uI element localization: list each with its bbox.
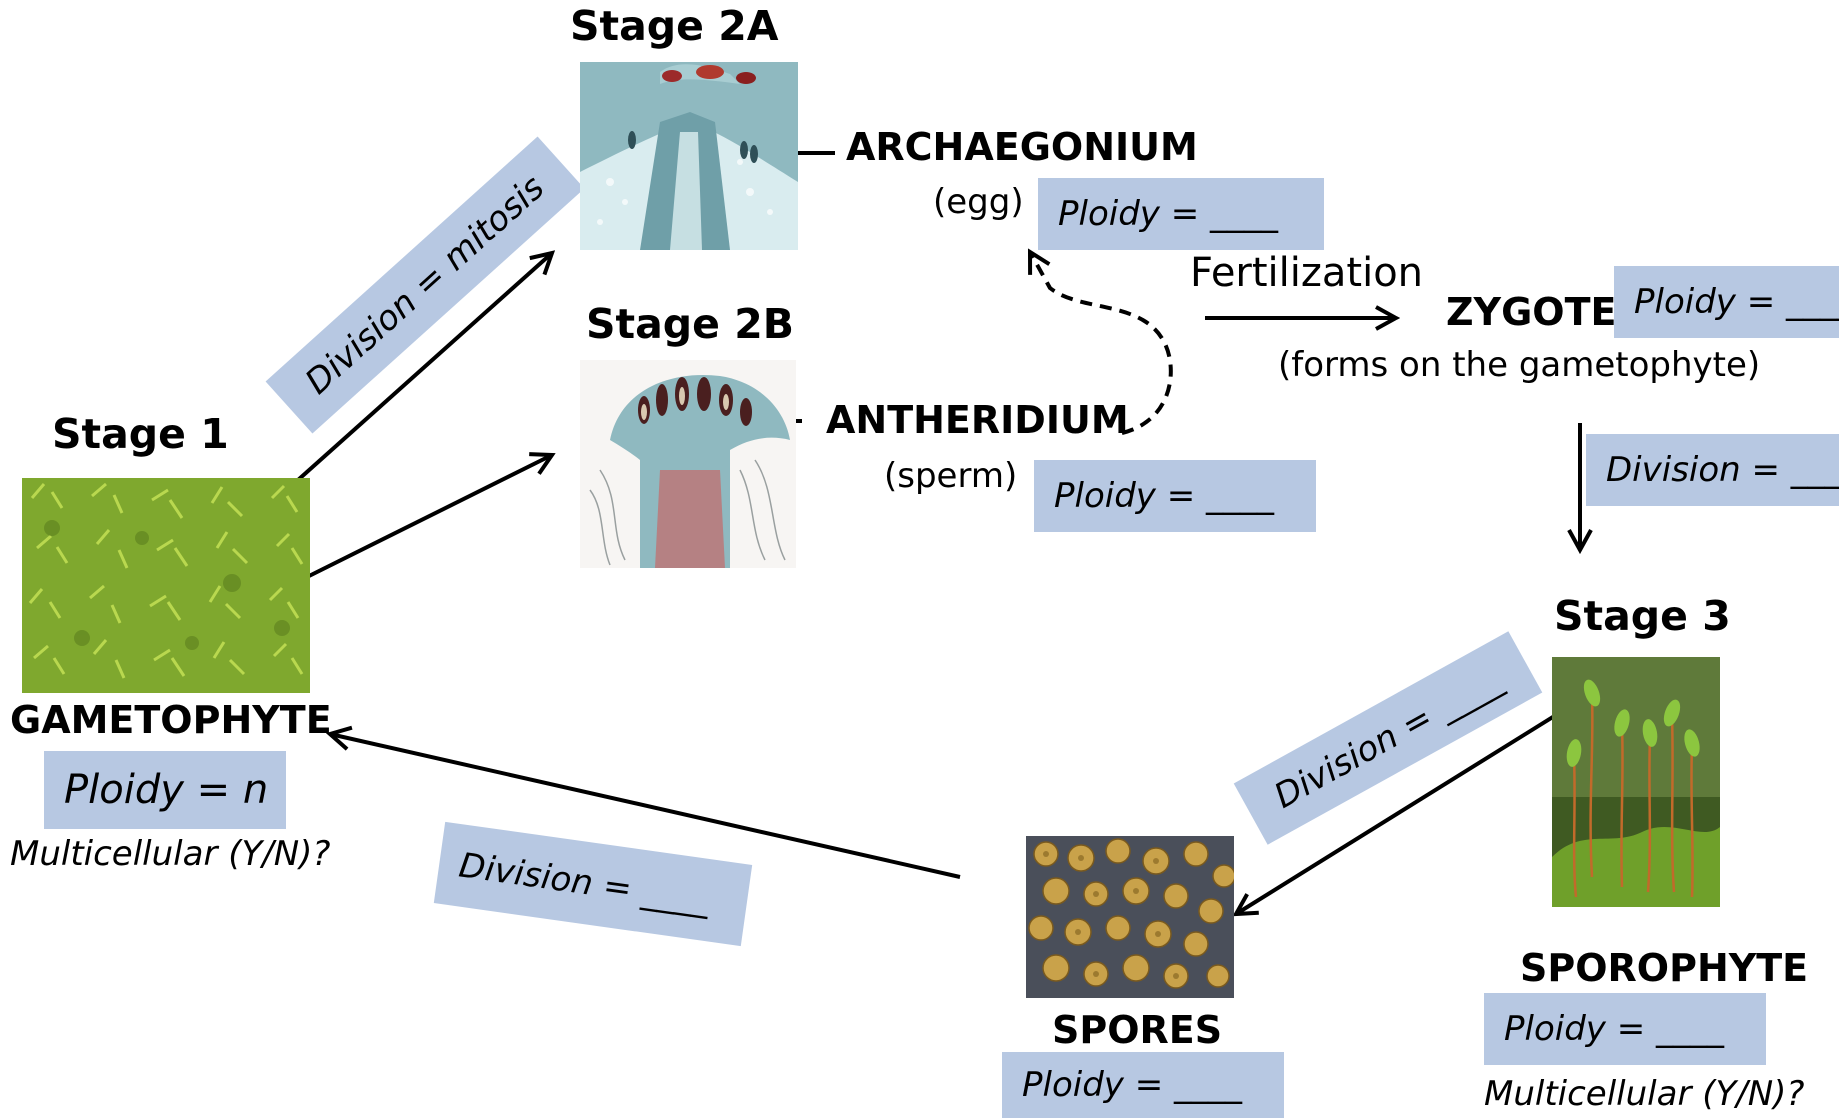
stage2a-title: Stage 2A (570, 2, 779, 50)
archegonium-micrograph-image (580, 62, 798, 250)
sporophyte-label: SPOROPHYTE (1520, 946, 1809, 990)
fertilization-label: Fertilization (1190, 250, 1424, 296)
antheridium-photo (580, 360, 796, 568)
gametophyte-label: GAMETOPHYTE (10, 698, 332, 742)
arrow-gametophyte-to-antheridium (304, 455, 552, 580)
archegonium-ploidy-box: Ploidy = ____ (1038, 178, 1324, 250)
stage1-title: Stage 1 (52, 410, 229, 458)
spores-label: SPORES (1052, 1008, 1223, 1052)
gametophyte-photo (22, 478, 310, 693)
antheridium-sub: (sperm) (884, 456, 1018, 496)
moss-sporophyte-image (1552, 657, 1720, 907)
zygote-ploidy-box: Ploidy = ____ (1614, 266, 1839, 338)
stage3-title: Stage 3 (1554, 592, 1731, 640)
spores-photo (1026, 836, 1234, 998)
arrow-spores-to-gametophyte (330, 734, 961, 879)
zygote-division-box: Division = ____ (1586, 434, 1839, 506)
moss-gametophyte-image (22, 478, 310, 693)
stage2b-title: Stage 2B (586, 300, 795, 348)
arrow-gametophyte-to-archegonium (268, 253, 552, 507)
antheridium-label: ANTHERIDIUM (826, 398, 1129, 442)
archegonium-sub: (egg) (933, 182, 1024, 222)
zygote-label: ZYGOTE (1446, 290, 1617, 334)
arrow-sperm-to-egg (1030, 252, 1173, 435)
spores-ploidy-box: Ploidy = ____ (1002, 1052, 1284, 1118)
arrow-sporophyte-to-spores (1236, 695, 1587, 914)
sporophyte-photo (1552, 657, 1720, 907)
gametophyte-multicellular-question: Multicellular (Y/N)? (10, 834, 331, 874)
antheridium-micrograph-image (580, 360, 796, 568)
sporophyte-ploidy-box: Ploidy = ____ (1484, 993, 1766, 1065)
gametophyte-ploidy-box: Ploidy = n (44, 751, 286, 829)
sporophyte-multicellular-question: Multicellular (Y/N)? (1484, 1074, 1805, 1114)
archegonium-photo (580, 62, 798, 250)
zygote-sub: (forms on the gametophyte) (1278, 345, 1761, 385)
archegonium-label: ARCHAEGONIUM (846, 125, 1198, 169)
spores-micrograph-image (1026, 836, 1234, 998)
antheridium-ploidy-box: Ploidy = ____ (1034, 460, 1316, 532)
